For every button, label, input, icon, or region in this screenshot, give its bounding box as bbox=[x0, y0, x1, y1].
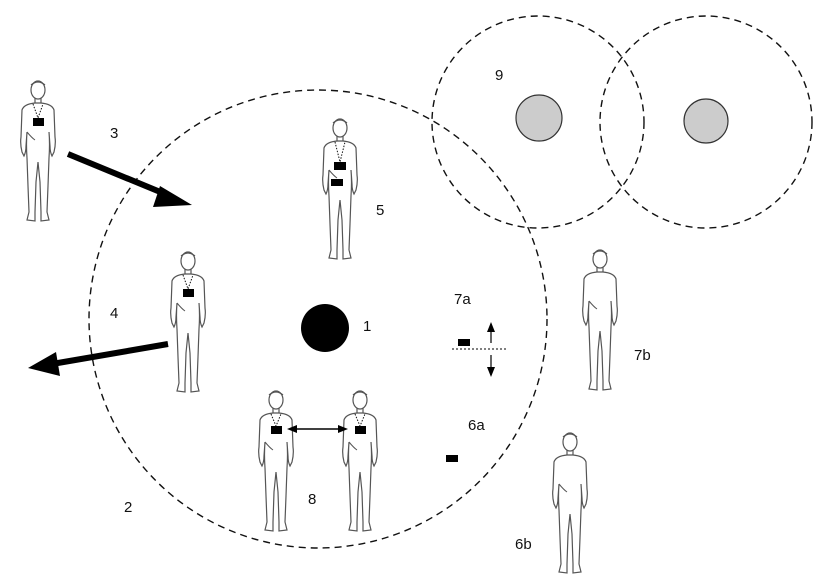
wearable-tag-icon bbox=[446, 455, 458, 462]
wearable-tag-icon bbox=[458, 339, 470, 346]
label-9: 9 bbox=[495, 67, 504, 84]
enter-arrow bbox=[66, 151, 192, 207]
label-2: 2 bbox=[124, 499, 133, 516]
exit-arrow bbox=[28, 341, 169, 376]
wearable-tag-icon bbox=[271, 426, 282, 434]
person-entering bbox=[20, 80, 56, 222]
wearable-tag-icon bbox=[355, 426, 366, 434]
person-outside-7b bbox=[582, 249, 618, 391]
person-leaving bbox=[170, 251, 206, 393]
person-outside-6b bbox=[552, 432, 588, 574]
label-6b: 6b bbox=[515, 536, 532, 553]
wearable-tag-icon bbox=[183, 289, 194, 297]
label-1: 1 bbox=[363, 318, 372, 335]
tag-boundary-marker bbox=[452, 322, 508, 377]
person-two-tags bbox=[322, 118, 358, 260]
beacon-zone-left bbox=[431, 15, 645, 229]
pair-link-arrow bbox=[287, 425, 348, 433]
pocket-tag-icon bbox=[331, 179, 343, 186]
central-beacon-icon bbox=[301, 304, 349, 352]
label-4: 4 bbox=[110, 305, 119, 322]
external-beacon-icon bbox=[683, 98, 729, 144]
main-zone-boundary bbox=[88, 89, 548, 549]
label-7a: 7a bbox=[454, 291, 471, 308]
label-8: 8 bbox=[308, 491, 317, 508]
wearable-tag-icon bbox=[33, 118, 44, 126]
external-beacon-icon bbox=[515, 94, 563, 142]
person-pair-right bbox=[342, 390, 378, 532]
label-5: 5 bbox=[376, 202, 385, 219]
beacon-zone-right bbox=[599, 15, 813, 229]
label-7b: 7b bbox=[634, 347, 651, 364]
label-6a: 6a bbox=[468, 417, 485, 434]
label-3: 3 bbox=[110, 125, 119, 142]
wearable-tag-icon bbox=[334, 162, 346, 170]
person-pair-left bbox=[258, 390, 294, 532]
